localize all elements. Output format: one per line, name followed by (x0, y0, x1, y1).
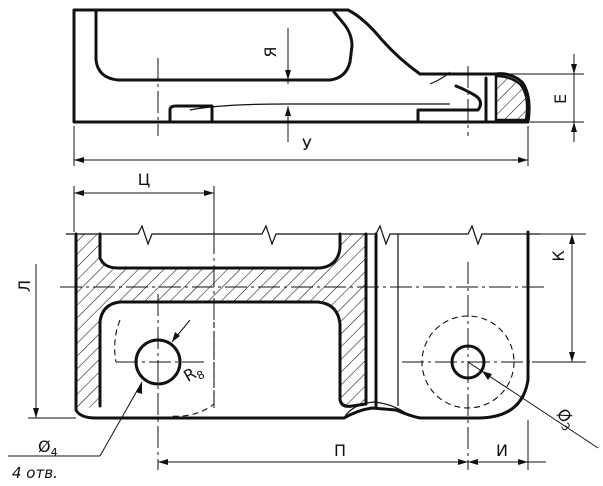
dim-label-e: Е (551, 94, 570, 104)
dim-label-i: И (496, 441, 508, 460)
dim-label-u: У (302, 135, 312, 154)
dim-label-ts: Ц (138, 170, 150, 189)
dim-label-p: П (334, 441, 346, 460)
hole-right (450, 344, 486, 380)
dim-label-k: К (549, 250, 568, 262)
dim-label-ya: Я (261, 46, 280, 57)
top-view-outline (72, 8, 531, 124)
holes-count-label: 4 отв. (12, 464, 58, 482)
plan-section-view: Ц R8 Ø4 (8, 170, 599, 482)
section-outline (74, 232, 192, 420)
dim-label-l: Л (15, 280, 34, 292)
diameter-4-label: Ø4 (38, 437, 58, 459)
hole-left (134, 338, 182, 386)
top-view-pocket (94, 10, 354, 82)
top-elevation-view: Я У Е (72, 8, 584, 166)
radius-label: R8 (180, 360, 207, 388)
